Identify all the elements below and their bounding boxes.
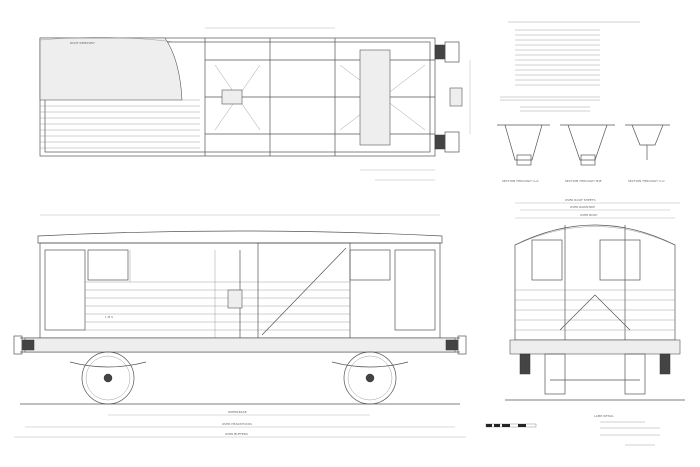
- plan-note: ROOF REMOVED: [70, 41, 95, 45]
- sections: SECTION THROUGH 'A-A' SECTION THROUGH 'B…: [497, 124, 670, 183]
- lamp-detail: LAMP DETAIL: [594, 414, 660, 446]
- number-marking: L M S: [105, 315, 113, 319]
- spec-table: [500, 21, 640, 112]
- section-c: SECTION THROUGH 'C-C': [625, 124, 670, 183]
- over-buffers-label: OVER BUFFERS: [225, 432, 248, 436]
- side-elevation: L M S WHEELBASE OVER HEADSTOCKS OVER BUF…: [13, 214, 467, 438]
- over-body-label: OVER BODY: [580, 213, 598, 217]
- end-outline: [514, 224, 676, 341]
- over-headstocks-label: OVER HEADSTOCKS: [222, 422, 252, 426]
- buffer-right: [445, 335, 467, 355]
- section-a-label: SECTION THROUGH 'A-A': [502, 179, 539, 183]
- side-planks: [85, 250, 350, 338]
- section-b: SECTION THROUGH 'B-B': [560, 124, 615, 183]
- plan-planking: [40, 105, 200, 149]
- wheel-right: [331, 351, 409, 405]
- section-a: SECTION THROUGH 'A-A': [497, 124, 550, 183]
- sliding-door: [257, 242, 351, 339]
- end-view: OVER ROOF SHEETS OVER RAINSTRIP OVER BOD…: [505, 198, 685, 401]
- buffer-left: [13, 335, 35, 355]
- plan-roof-cutaway: [39, 37, 183, 101]
- lamp-detail-label: LAMP DETAIL: [594, 414, 614, 418]
- section-c-label: SECTION THROUGH 'C-C': [628, 179, 666, 183]
- scale-bar: [485, 423, 537, 428]
- wheel-left: [69, 351, 147, 405]
- plan-view: ROOF REMOVED: [39, 27, 471, 181]
- over-rainstrip-label: OVER RAINSTRIP: [570, 205, 595, 209]
- over-roof-label: OVER ROOF SHEETS: [565, 198, 596, 202]
- plan-buffers-right: [434, 41, 463, 153]
- section-b-label: SECTION THROUGH 'B-B': [565, 179, 602, 183]
- wheelbase-label: WHEELBASE: [228, 410, 247, 414]
- roof-profile: [37, 230, 443, 244]
